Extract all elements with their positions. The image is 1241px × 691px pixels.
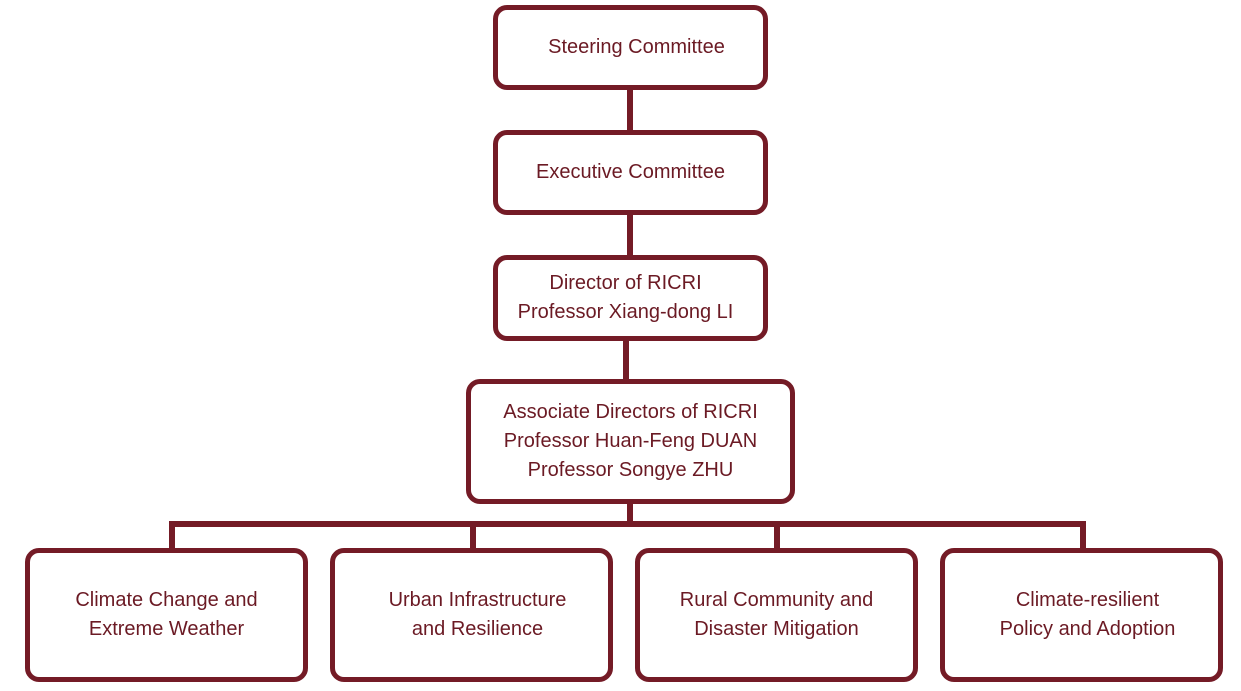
associate-director-name: Professor Huan-Feng DUAN bbox=[503, 430, 758, 452]
theme-label-line1: Urban Infrastructure bbox=[388, 589, 567, 611]
connector-executive-to-director bbox=[627, 211, 633, 258]
connector-steering-to-executive bbox=[627, 86, 633, 133]
director-box: Director of RICRI Professor Xiang-dong L… bbox=[493, 255, 768, 341]
connector-associates-to-bus bbox=[627, 500, 633, 524]
theme-label-line2: Policy and Adoption bbox=[999, 618, 1176, 640]
executive-committee-label: Executive Committee bbox=[536, 161, 725, 183]
theme-box-urban-infrastructure: Urban Infrastructure and Resilience bbox=[330, 548, 613, 682]
associate-directors-box: Associate Directors of RICRI Professor H… bbox=[466, 379, 795, 504]
theme-label-line1: Rural Community and bbox=[679, 589, 874, 611]
theme-label-line1: Climate-resilient bbox=[1015, 589, 1160, 611]
theme-label-line2: and Resilience bbox=[411, 618, 544, 640]
steering-committee-box: Steering Committee bbox=[493, 5, 768, 90]
theme-label-line2: Disaster Mitigation bbox=[694, 618, 859, 640]
theme-label-line2: Extreme Weather bbox=[88, 618, 245, 640]
associate-directors-title: Associate Directors of RICRI bbox=[503, 401, 758, 423]
theme-box-climate-change: Climate Change and Extreme Weather bbox=[25, 548, 308, 682]
connector-bus-to-theme-4 bbox=[1080, 521, 1086, 552]
associate-director-name: Professor Songye ZHU bbox=[527, 459, 734, 481]
director-name: Professor Xiang-dong LI bbox=[517, 301, 734, 323]
connector-bus-to-theme-2 bbox=[470, 521, 476, 552]
steering-committee-label: Steering Committee bbox=[548, 36, 725, 58]
theme-box-rural-community: Rural Community and Disaster Mitigation bbox=[635, 548, 918, 682]
theme-box-climate-resilient-policy: Climate-resilient Policy and Adoption bbox=[940, 548, 1223, 682]
connector-bus-to-theme-3 bbox=[774, 521, 780, 552]
connector-horizontal-bus bbox=[169, 521, 1086, 527]
executive-committee-box: Executive Committee bbox=[493, 130, 768, 215]
director-title: Director of RICRI bbox=[549, 272, 702, 294]
theme-label-line1: Climate Change and bbox=[75, 589, 258, 611]
connector-director-to-associates bbox=[623, 337, 629, 382]
connector-bus-to-theme-1 bbox=[169, 521, 175, 552]
